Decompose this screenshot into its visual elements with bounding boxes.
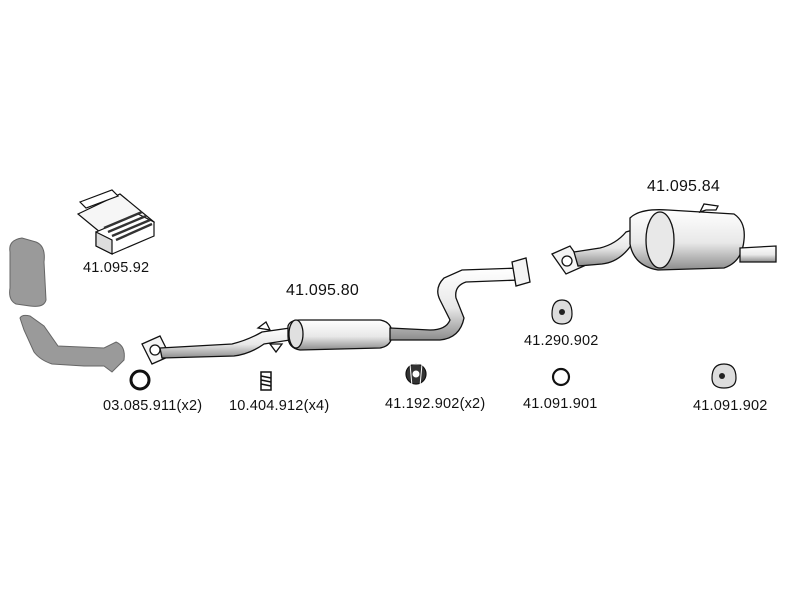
center-pipe-assembly — [141, 257, 531, 365]
rear-silencer-assembly — [551, 203, 777, 275]
rubber-hanger-rear-icon — [551, 299, 573, 325]
label-rear-silencer: 41.095.84 — [647, 178, 720, 195]
mounting-kit-box — [76, 189, 156, 255]
label-gasket-front: 03.085.911(x2) — [103, 398, 203, 414]
exhaust-manifold — [9, 237, 125, 373]
label-rubber-hanger-rear: 41.290.902 — [524, 333, 599, 349]
hanger-mid-icon — [405, 363, 427, 387]
rubber-mount-icon — [711, 363, 737, 389]
label-ring-gasket: 41.091.901 — [523, 396, 598, 412]
label-rubber-mount: 41.091.902 — [693, 398, 768, 414]
label-spring: 10.404.912(x4) — [229, 398, 330, 414]
label-mounting-kit: 41.095.92 — [83, 260, 150, 276]
gasket-front-icon — [129, 369, 151, 391]
spring-icon — [260, 371, 272, 391]
label-hanger-mid: 41.192.902(x2) — [385, 396, 486, 412]
ring-gasket-icon — [551, 367, 571, 387]
label-center-pipe: 41.095.80 — [286, 282, 359, 299]
